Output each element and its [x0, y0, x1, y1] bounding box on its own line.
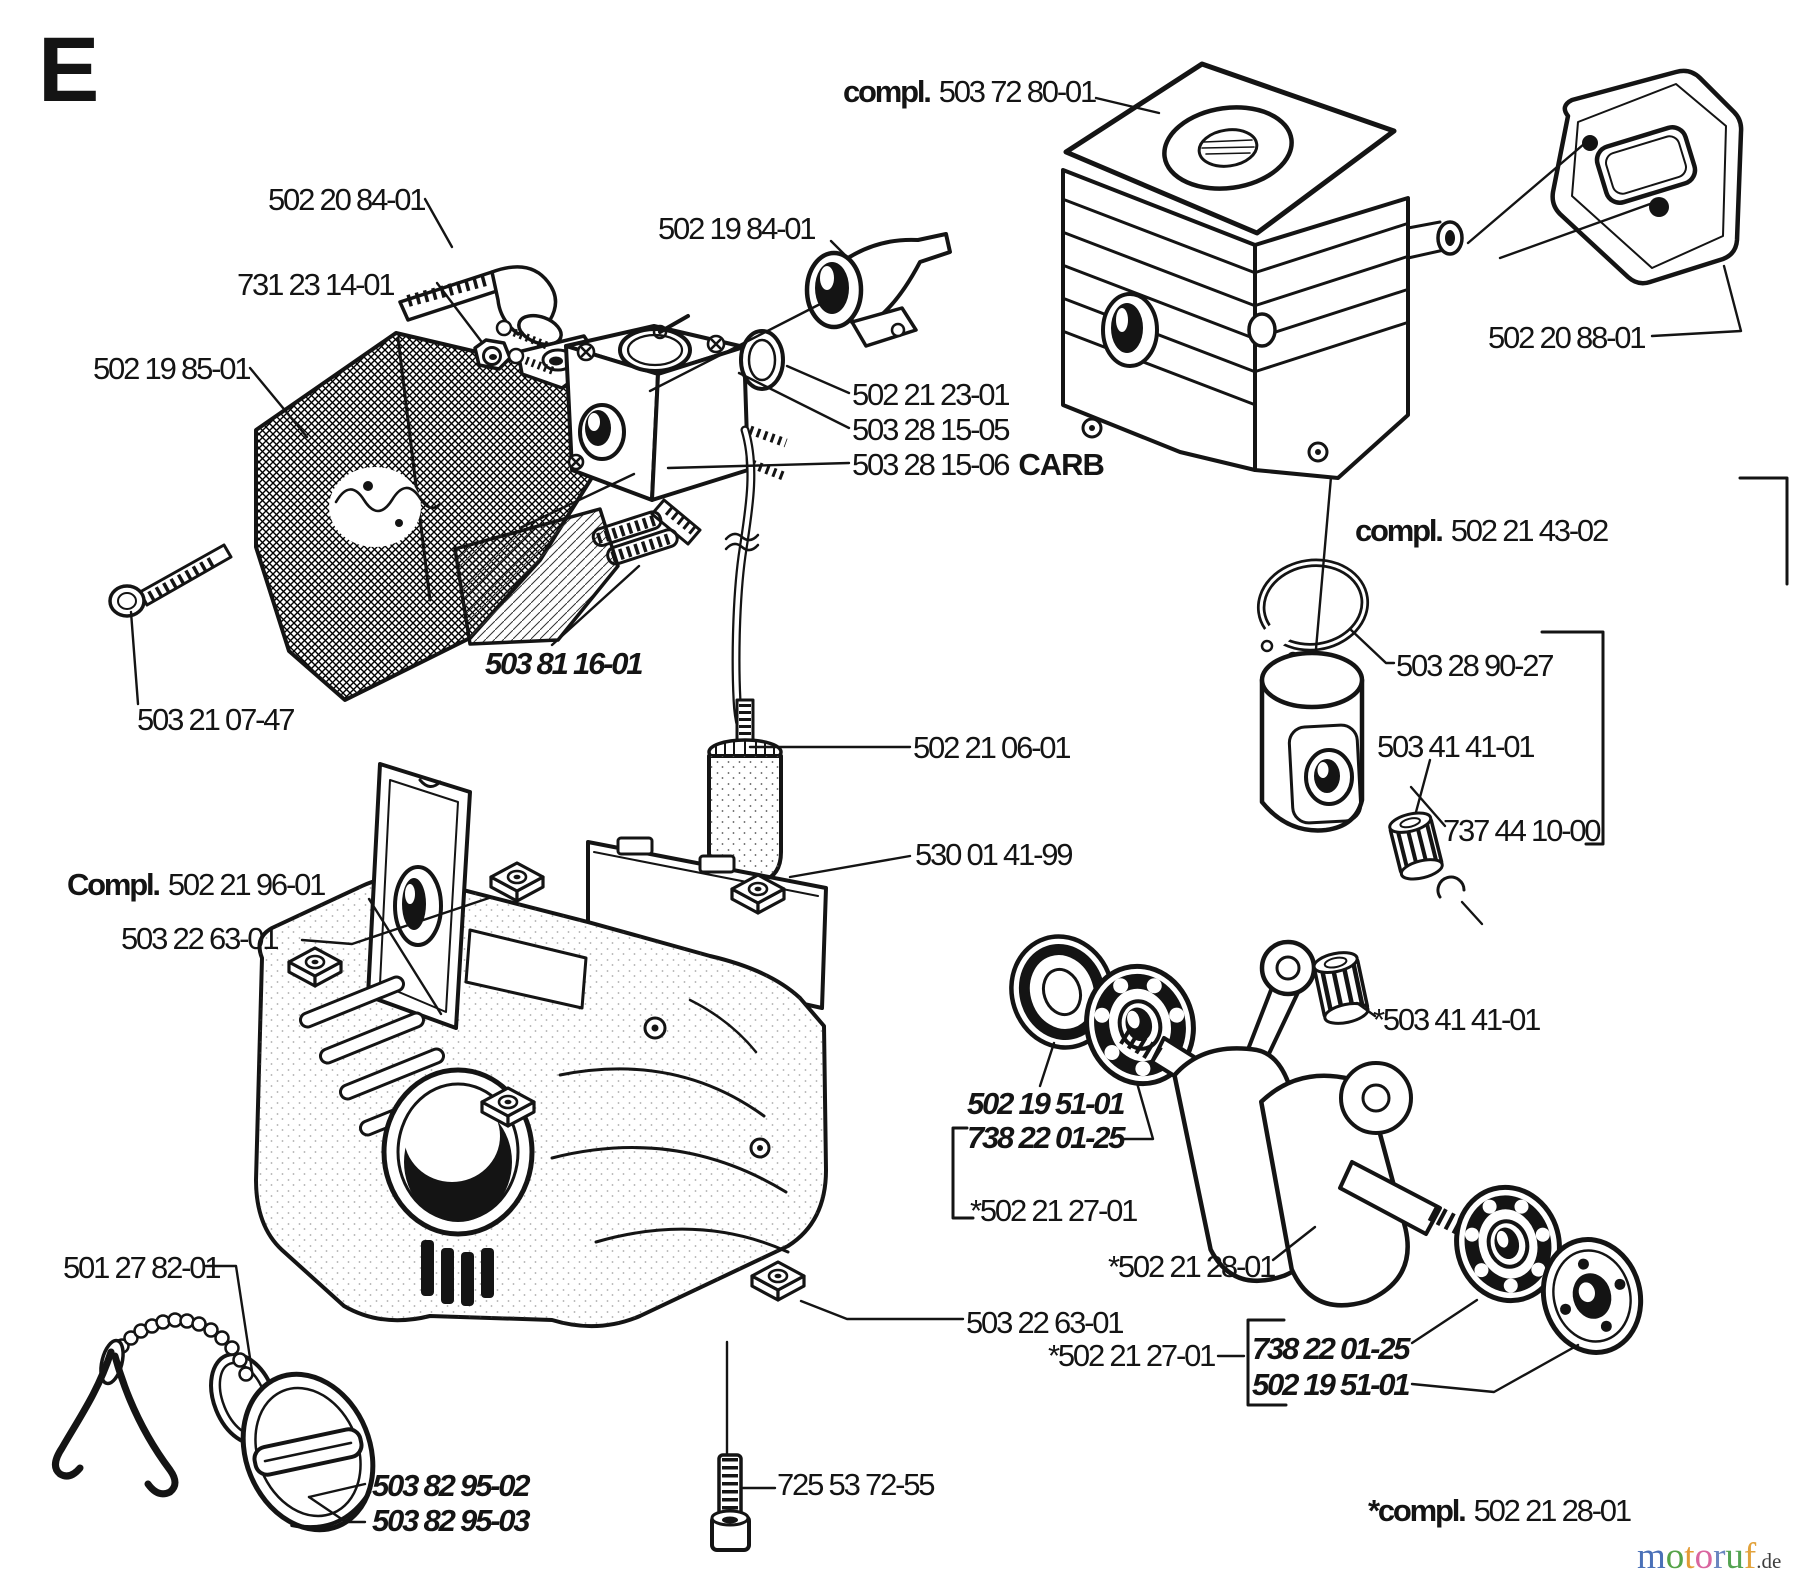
- part-label-502-21-27-01-right: *502 21 27-01: [1048, 1338, 1216, 1373]
- part-label-738-22-01-25-left: 738 22 01-25: [967, 1120, 1126, 1155]
- part-label-compl-502-21-43-02: compl.502 21 43-02: [1355, 513, 1609, 548]
- chain-art: [114, 1312, 254, 1382]
- part-label-503-82-95-03: 503 82 95-03: [372, 1503, 531, 1538]
- part-label-502-21-23-01: 502 21 23-01: [852, 377, 1011, 412]
- piston-needle-bearing-art: [1388, 811, 1444, 881]
- part-label-501-27-82-01: 501 27 82-01: [63, 1250, 222, 1285]
- part-label-502-20-84-01: 502 20 84-01: [268, 182, 427, 217]
- part-label-503-41-41-01: 503 41 41-01: [1377, 729, 1536, 764]
- air-filter-art: [254, 331, 620, 702]
- grommet-art: [739, 329, 785, 391]
- retainer-hook-art: [52, 1338, 179, 1498]
- part-label-731-23-14-01: 731 23 14-01: [237, 267, 396, 302]
- part-label-503-28-15-05: 503 28 15-05: [852, 412, 1011, 447]
- pin-clip-art: [1436, 875, 1466, 899]
- crankshaft-art: [1009, 934, 1644, 1355]
- part-label-502-21-27-01-left: *502 21 27-01: [970, 1193, 1138, 1228]
- part-label-530-01-41-99: 530 01 41-99: [915, 837, 1074, 872]
- rod-needle-bearing-art: [1312, 951, 1370, 1025]
- cylinder-art: [1061, 61, 1464, 480]
- part-label-502-19-51-01-right: 502 19 51-01: [1252, 1367, 1411, 1402]
- part-label-compl-502-21-96-01: Compl.502 21 96-01: [67, 867, 326, 902]
- section-letter: E: [38, 19, 100, 121]
- impulse-duct-art: [591, 510, 679, 566]
- crankcase-art: [254, 762, 828, 1329]
- part-label-503-41-41-01-rod: *503 41 41-01: [1373, 1002, 1541, 1037]
- nut-art: [473, 338, 512, 371]
- motoruf-logo-tld: .de: [1756, 1549, 1782, 1573]
- part-label-503-22-63-01-bottom: 503 22 63-01: [966, 1305, 1125, 1340]
- motoruf-logo: motoruf.de: [1637, 1538, 1781, 1575]
- part-label-502-21-06-01: 502 21 06-01: [913, 730, 1072, 765]
- part-label-502-21-28-01: *502 21 28-01: [1108, 1249, 1276, 1284]
- part-label-502-19-85-01: 502 19 85-01: [93, 351, 252, 386]
- case-screw-art: [710, 1453, 751, 1552]
- fuel-cap-art: [209, 1351, 376, 1533]
- circlip-art: [1231, 558, 1370, 675]
- exhaust-gasket-art: [1550, 68, 1744, 286]
- part-label-503-22-63-01-top: 503 22 63-01: [121, 921, 280, 956]
- part-label-compl-502-21-28-01: *compl.502 21 28-01: [1368, 1493, 1632, 1528]
- part-label-725-53-72-55: 725 53 72-55: [777, 1467, 936, 1502]
- part-label-502-19-51-01-left: 502 19 51-01: [967, 1086, 1126, 1121]
- part-label-502-19-84-01: 502 19 84-01: [658, 211, 817, 246]
- leader-lines: [129, 96, 1789, 1524]
- part-label-502-20-88-01: 502 20 88-01: [1488, 320, 1647, 355]
- part-label-503-21-07-47: 503 21 07-47: [137, 702, 296, 737]
- part-label-503-82-95-02: 503 82 95-02: [372, 1468, 531, 1503]
- part-label-503-81-16-01: 503 81 16-01: [485, 646, 644, 681]
- part-label-738-22-01-25-right: 738 22 01-25: [1252, 1331, 1411, 1366]
- piston-art: [1259, 650, 1365, 833]
- intake-manifold-art: [804, 232, 952, 348]
- filter-screw-art: [108, 543, 233, 618]
- part-label-503-28-90-27: 503 28 90-27: [1396, 648, 1555, 683]
- part-label-compl-503-72-80-01: compl.503 72 80-01: [843, 74, 1097, 109]
- motoruf-logo-word: motoruf: [1637, 1536, 1757, 1577]
- seal-right-art: [1540, 1237, 1644, 1355]
- part-label-737-44-10-00: 737 44 10-00: [1443, 813, 1602, 848]
- bearing-right-art: [1454, 1184, 1562, 1304]
- carburetor-art: [495, 314, 788, 546]
